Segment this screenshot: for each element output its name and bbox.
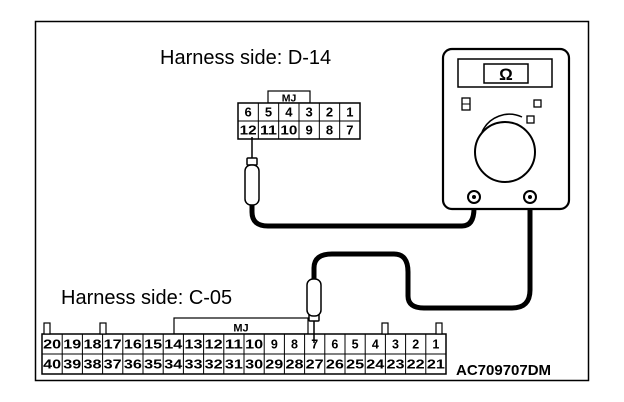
harness_c05-pin-36: 36 xyxy=(124,358,142,372)
harness_d14-pin-12: 12 xyxy=(240,123,257,138)
probe-c05 xyxy=(306,278,322,343)
harness_c05-pin-18: 18 xyxy=(84,338,102,352)
harness_c05-pin-25: 25 xyxy=(346,358,364,372)
test-lead-d14 xyxy=(249,196,477,229)
harness_c05-pin-31: 31 xyxy=(225,358,243,372)
harness_d14-pin-2: 2 xyxy=(326,105,333,120)
harness_d14-pin-7: 7 xyxy=(346,123,353,138)
test-lead-c05 xyxy=(311,196,533,311)
harness_d14-pin-1: 1 xyxy=(346,105,353,120)
harness_c05-pin-21: 21 xyxy=(427,358,445,372)
harness_d14-pin-10: 10 xyxy=(280,123,297,138)
c05-latch-end xyxy=(435,322,443,335)
harness_c05-pin-14: 14 xyxy=(164,338,182,352)
meter-display xyxy=(483,63,529,84)
harness_c05-pin-30: 30 xyxy=(245,358,263,372)
harness_c05-pin-24: 24 xyxy=(366,358,384,372)
harness_c05-pin-32: 32 xyxy=(205,358,223,372)
harness_c05-pin-15: 15 xyxy=(144,338,162,352)
harness_c05-pin-26: 26 xyxy=(326,358,344,372)
harness_c05-pin-8: 8 xyxy=(291,338,298,352)
harness_c05-pin-12: 12 xyxy=(205,338,223,352)
meter-scale-arc xyxy=(481,113,523,133)
c05-latch-left xyxy=(43,322,51,335)
harness_c05-pin-5: 5 xyxy=(352,338,359,352)
diagram-frame xyxy=(34,20,590,382)
harness_c05-pin-23: 23 xyxy=(387,358,405,372)
harness_d14-pin-5: 5 xyxy=(265,105,272,120)
harness_c05-pin-19: 19 xyxy=(63,338,81,352)
harness_c05-pin-2: 2 xyxy=(412,338,419,352)
d14-tab-label: MJ xyxy=(282,93,297,105)
harness_c05-pin-13: 13 xyxy=(185,338,203,352)
d14-title: Harness side: D-14 xyxy=(160,47,331,69)
harness_c05-pin-4: 4 xyxy=(372,338,379,352)
harness_c05-pin-27: 27 xyxy=(306,358,324,372)
c05-title: Harness side: C-05 xyxy=(61,287,232,309)
harness_c05-pin-39: 39 xyxy=(63,358,81,372)
harness_c05-pin-28: 28 xyxy=(286,358,304,372)
harness_c05-pin-33: 33 xyxy=(185,358,203,372)
harness_c05-pin-38: 38 xyxy=(84,358,102,372)
harness_c05-pin-10: 10 xyxy=(245,338,263,352)
c05-latch-mid xyxy=(99,322,107,335)
ohmmeter: Ω xyxy=(441,47,571,211)
figure-code: AC709707DM xyxy=(456,362,551,379)
c05-tab-label: MJ xyxy=(233,323,248,335)
harness_c05-pin-11: 11 xyxy=(225,338,243,352)
harness_c05-pin-37: 37 xyxy=(104,358,122,372)
ohm-symbol: Ω xyxy=(499,65,513,84)
harness_c05-pin-9: 9 xyxy=(271,338,278,352)
c05-latch-right xyxy=(381,322,389,335)
harness_c05-pin-34: 34 xyxy=(164,358,182,372)
harness_c05-pin-7: 7 xyxy=(311,338,318,352)
harness_d14-pin-4: 4 xyxy=(285,105,293,120)
harness_d14-pin-6: 6 xyxy=(245,105,252,120)
harness_d14-pin-9: 9 xyxy=(306,123,313,138)
probe-d14 xyxy=(244,137,260,206)
harness_c05-pin-20: 20 xyxy=(43,338,61,352)
harness_c05-pin-1: 1 xyxy=(432,338,439,352)
harness_d14-pin-8: 8 xyxy=(326,123,333,138)
harness_c05-pin-29: 29 xyxy=(265,358,283,372)
harness_c05-pin-22: 22 xyxy=(407,358,425,372)
harness_c05-pin-16: 16 xyxy=(124,338,142,352)
harness_c05-pin-40: 40 xyxy=(43,358,61,372)
meter-indicator-bottom xyxy=(526,115,535,124)
harness_c05-pin-35: 35 xyxy=(144,358,162,372)
harness_d14-pin-3: 3 xyxy=(306,105,313,120)
harness_c05-pin-17: 17 xyxy=(104,338,122,352)
meter-indicator-top xyxy=(533,99,542,108)
harness_d14-pin-11: 11 xyxy=(260,123,277,138)
meter-dial xyxy=(474,121,536,183)
harness_c05-pin-6: 6 xyxy=(331,338,338,352)
harness_c05-pin-3: 3 xyxy=(392,338,399,352)
